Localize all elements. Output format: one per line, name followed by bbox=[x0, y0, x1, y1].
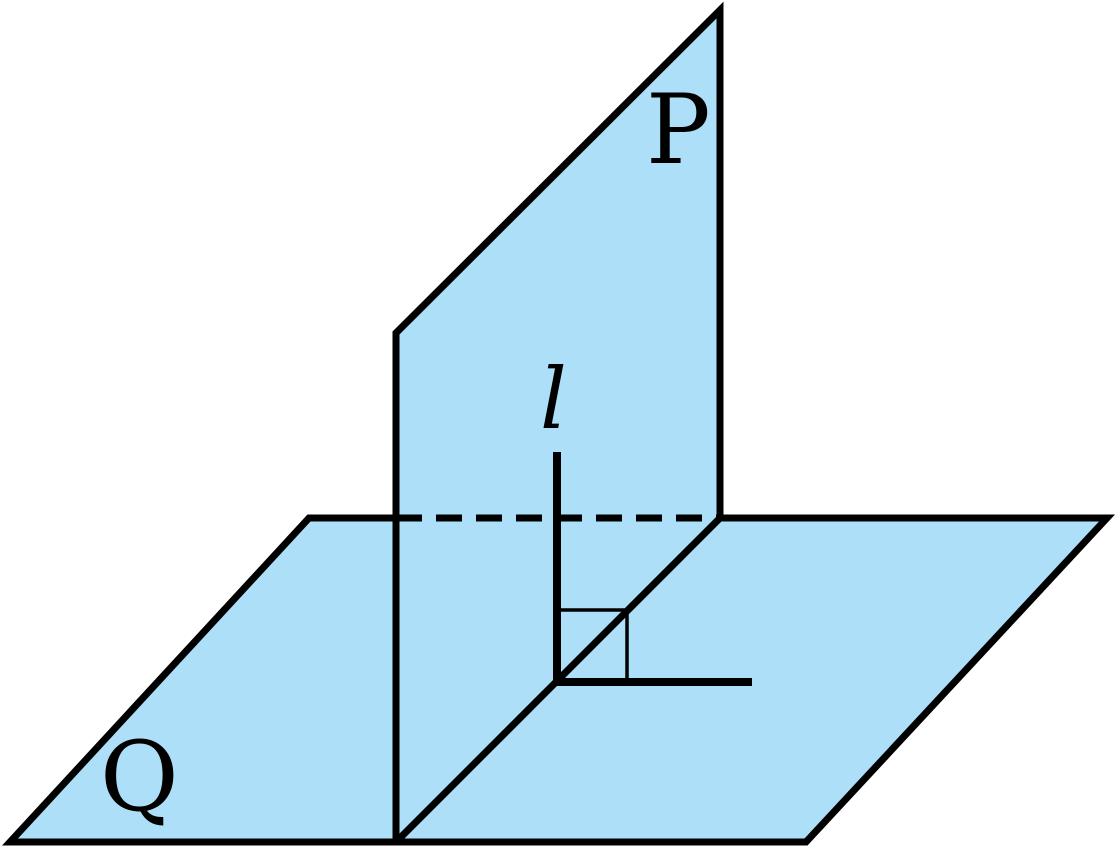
plane-p-label: P bbox=[646, 74, 711, 186]
line-l-label: l bbox=[540, 350, 567, 448]
plane-q-visible-edge-right bbox=[396, 514, 1116, 846]
right-angle-marker bbox=[557, 608, 629, 682]
plane-p bbox=[396, 10, 720, 842]
plane-q-label: Q bbox=[100, 721, 179, 833]
plane-q-visible-edge-left bbox=[2, 514, 396, 846]
plane-p-edge bbox=[392, 1, 724, 842]
